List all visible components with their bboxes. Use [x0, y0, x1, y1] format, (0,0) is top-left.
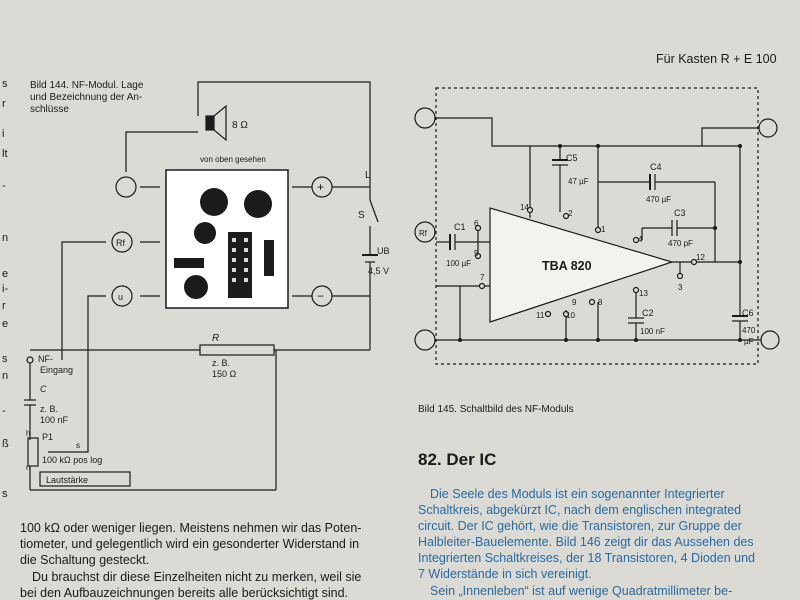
c4-value: 470 µF: [646, 195, 671, 204]
nf-label: Eingang: [40, 365, 73, 375]
c2-value: 100 nF: [640, 327, 665, 336]
c6-value: 470: [742, 326, 756, 335]
margin-letter: s: [2, 78, 8, 90]
c1-value: 100 µF: [446, 259, 471, 268]
minus-sign: −: [317, 289, 324, 303]
margin-letter: -: [2, 405, 6, 417]
plus-terminal-icon: [311, 176, 333, 198]
speaker-ohm: 8 Ω: [232, 120, 248, 131]
pin-label: 12: [696, 253, 705, 262]
nf-label: NF-: [38, 354, 53, 364]
plus-sign: +: [317, 180, 324, 194]
c3-value: 470 pF: [668, 239, 693, 248]
running-header: Für Kasten R + E 100: [656, 52, 777, 66]
pin-label: 10: [566, 311, 575, 320]
pin-label: 6: [474, 219, 479, 228]
paragraph-line: Die Seele des Moduls ist ein sogenannter…: [430, 487, 725, 501]
margin-letter: i: [2, 128, 5, 140]
margin-letter: n: [2, 232, 9, 244]
margin-letter: n: [2, 370, 9, 382]
margin-letter: r: [2, 300, 6, 312]
paragraph-line: Schaltkreis, abgekürzt IC, nach dem engl…: [418, 503, 742, 517]
paragraph-line: Sein „Innenleben“ ist auf wenige Quadrat…: [430, 584, 733, 598]
paragraph-line: Integrierten Schaltkreises, der 18 Trans…: [418, 551, 755, 565]
pin-label: 5: [474, 249, 479, 258]
margin-letter: r: [2, 98, 6, 110]
paragraph-line: circuit. Der IC gehört, wie die Transist…: [418, 519, 742, 533]
c6-label: C6: [742, 308, 754, 318]
pin-label: 8: [598, 298, 603, 307]
ri-label: Rf: [116, 238, 125, 248]
body-line: tiometer, und gelegentlich wird ein geso…: [20, 537, 360, 551]
c5-label: C5: [566, 153, 578, 163]
section-heading: 82. Der IC: [418, 450, 497, 469]
minus-terminal-icon: [311, 285, 333, 307]
pin-label: 3: [678, 283, 683, 292]
margin-letter: -: [2, 180, 6, 192]
c3-label: C3: [674, 208, 686, 218]
c6-value: µF: [744, 337, 754, 346]
c-value: 100 nF: [40, 415, 69, 425]
paragraph-line: 7 Widerstände in sich vereinigt.: [418, 567, 592, 581]
r-label: R: [212, 333, 219, 344]
margin-letter: e: [2, 268, 9, 280]
u-terminal-icon: [414, 329, 436, 351]
p1-label: P1: [42, 432, 53, 442]
s-label: s: [76, 441, 80, 450]
pin-label: 1: [601, 225, 606, 234]
body-line: Du brauchst dir diese Einzelheiten nicht…: [32, 570, 362, 584]
c4-label: C4: [650, 162, 662, 172]
margin-letter: ß: [2, 438, 9, 450]
margin-letter: s: [2, 488, 8, 500]
volume-label: Lautstärke: [46, 475, 88, 485]
h-label: h: [26, 429, 30, 438]
c5-value: 47 µF: [568, 177, 589, 186]
ri-terminal-icon: [111, 231, 133, 253]
paragraph-line: Halbleiter-Bauelemente. Bild 146 zeigt d…: [418, 535, 754, 549]
minus-terminal-icon: [760, 330, 780, 350]
pin-label: 11: [536, 311, 545, 320]
r-value: z. B.: [212, 358, 230, 368]
speaker-terminal-icon: [115, 176, 137, 198]
plus-terminal-icon: [758, 118, 778, 138]
p1-value: 100 kΩ pos log: [42, 455, 102, 465]
body-line: bei den Aufbauzeichnungen bereits alle b…: [20, 586, 348, 600]
switch-label: S: [358, 210, 365, 221]
pin-label: 14: [520, 203, 529, 212]
pin-label: 9: [572, 298, 577, 307]
fig144-caption-line: schlüsse: [30, 104, 69, 115]
speaker-terminal-icon: [414, 107, 436, 129]
c-label: C: [40, 384, 47, 394]
fig144-caption-line: und Bezeichnung der An-: [30, 92, 143, 103]
body-line: die Schaltung gesteckt.: [20, 553, 150, 567]
margin-letter: e: [2, 318, 9, 330]
fig144-caption-line: Bild 144. NF-Modul. Lage: [30, 80, 144, 91]
margin-letter: lt: [2, 148, 8, 160]
c-value: z. B.: [40, 404, 58, 414]
fig145-caption: Bild 145. Schaltbild des NF-Moduls: [418, 404, 574, 415]
board-label: von oben gesehen: [200, 155, 266, 164]
ub-value: 4,5 V: [368, 266, 389, 276]
rf-label: Rf: [419, 229, 428, 238]
ic-label: TBA 820: [542, 259, 592, 273]
margin-letter: s: [2, 353, 8, 365]
n-label: n: [26, 463, 30, 472]
u-label: u: [118, 292, 123, 302]
ub-label: UB: [377, 246, 390, 256]
c2-label: C2: [642, 308, 654, 318]
pin-label: 7: [480, 273, 485, 282]
c1-label: C1: [454, 222, 466, 232]
body-line: 100 kΩ oder weniger liegen. Meistens neh…: [20, 521, 362, 535]
u-terminal-icon: [111, 285, 133, 307]
margin-letter: i-: [2, 283, 9, 295]
pin-label: 4: [638, 235, 643, 244]
ri-terminal-icon: [414, 221, 436, 243]
pin-label: 2: [568, 209, 573, 218]
l-label: L: [365, 170, 371, 181]
r-value: 150 Ω: [212, 369, 237, 379]
pin-label: 13: [639, 289, 648, 298]
